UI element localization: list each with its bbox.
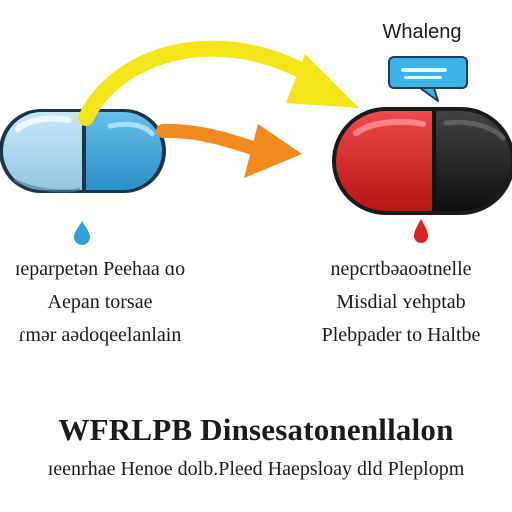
orange-arrowhead — [244, 124, 302, 178]
orange-arrow-curve — [156, 123, 271, 159]
speech-bubble-title: Whaleng — [382, 21, 462, 43]
left-pill-light-half — [3, 112, 84, 190]
footer-subline: ɪeenrhae Henoe dolb.Pleed Haepsloay dld … — [47, 458, 465, 480]
yellow-arrowhead — [286, 54, 359, 108]
left-pill-blue-half — [84, 112, 162, 190]
red-drop-icon — [414, 219, 428, 243]
right-panel-line-2: Misdial ʏehptab — [336, 291, 466, 313]
left-panel-line-2: Aepan torsae — [47, 291, 153, 313]
blue-drop-icon — [74, 221, 90, 245]
right-panel-line-3: Plebpader to Haltbe — [321, 324, 481, 346]
left-panel-line-3: ɾmər aədoqeelanlain — [18, 324, 182, 346]
yellow-arrow-curve — [78, 40, 330, 126]
right-pill-dark-half — [434, 111, 511, 211]
right-pill-red-half — [336, 111, 434, 211]
right-panel-line-1: nepcrtbəaoətnelle — [330, 258, 472, 280]
right-pill — [332, 107, 512, 215]
left-panel-line-1: ɪeparpetən Peehaa ɑo — [14, 258, 186, 280]
speech-bubble-icon — [388, 56, 468, 102]
footer-headline: WFRLPB Dinsesatonenllalon — [58, 412, 454, 447]
